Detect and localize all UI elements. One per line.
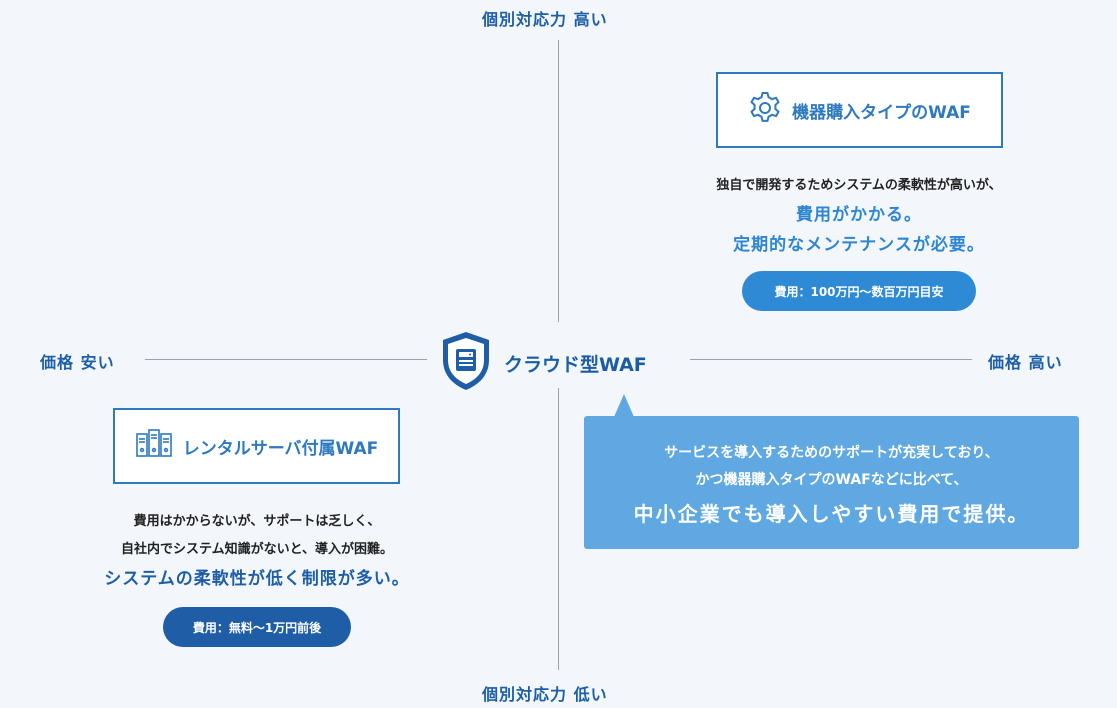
appliance-highlight1: 費用がかかる。 xyxy=(796,205,922,225)
center-title: クラウド型WAF xyxy=(504,353,647,376)
appliance-title: 機器購入タイプのWAF xyxy=(792,102,971,123)
vertical-axis-top xyxy=(558,40,559,322)
horizontal-axis-left xyxy=(145,359,427,360)
callout-line1: サービスを導入するためのサポートが充実しており、 xyxy=(664,445,999,461)
type-box-rental: レンタルサーバ付属WAF xyxy=(113,408,400,484)
cloud-waf-callout: サービスを導入するためのサポートが充実しており、 かつ機器購入タイプのWAFなど… xyxy=(584,416,1079,549)
appliance-description: 独自で開発するためシステムの柔軟性が高いが、 費用がかかる。 定期的なメンテナン… xyxy=(659,172,1059,260)
center-label: クラウド型WAF xyxy=(440,332,647,394)
type-box-appliance: 機器購入タイプのWAF xyxy=(716,72,1003,148)
axis-label-top: 個別対応力 高い xyxy=(482,10,608,29)
rental-cost-badge: 費用：無料〜1万円前後 xyxy=(163,607,351,647)
server-rack-icon xyxy=(135,429,173,463)
axis-label-left: 価格 安い xyxy=(40,353,115,372)
callout-line2: かつ機器購入タイプのWAFなどに比べて、 xyxy=(695,472,968,488)
callout-highlight: 中小企業でも導入しやすい費用で提供。 xyxy=(633,502,1030,526)
axis-label-bottom: 個別対応力 低い xyxy=(482,685,608,704)
shield-server-icon xyxy=(440,330,492,396)
vertical-axis-bottom xyxy=(558,388,559,670)
rental-desc-line1: 費用はかからないが、サポートは乏しく、 xyxy=(133,514,381,529)
appliance-highlight2: 定期的なメンテナンスが必要。 xyxy=(733,235,985,255)
appliance-cost-badge: 費用：100万円〜数百万円目安 xyxy=(742,271,976,311)
gear-icon xyxy=(748,91,782,129)
rental-title: レンタルサーバ付属WAF xyxy=(182,438,379,459)
rental-description: 費用はかからないが、サポートは乏しく、 自社内でシステム知識がないと、導入が困難… xyxy=(57,508,457,594)
axis-label-right: 価格 高い xyxy=(988,353,1063,372)
appliance-desc-line1: 独自で開発するためシステムの柔軟性が高いが、 xyxy=(716,178,1002,193)
rental-desc-line2: 自社内でシステム知識がないと、導入が困難。 xyxy=(120,542,394,557)
rental-highlight: システムの柔軟性が低く制限が多い。 xyxy=(104,569,410,589)
horizontal-axis-right xyxy=(690,359,972,360)
callout-tail xyxy=(614,394,634,417)
